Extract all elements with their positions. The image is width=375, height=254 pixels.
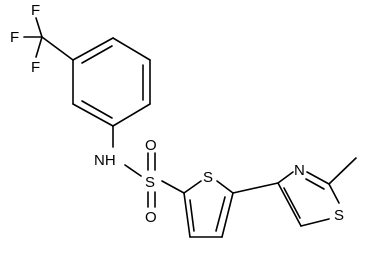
bond-thiazole-c4-n <box>277 171 294 184</box>
bond-thiophene-s-c5 <box>216 180 234 194</box>
bond-thiophene-thiazole <box>232 182 279 194</box>
atom-s-thiazole: S <box>334 207 344 224</box>
bond-thiazole-c5-c4-inner <box>283 187 301 219</box>
bond-thiazole-c2-s <box>328 183 340 204</box>
bond-benzene-2 <box>112 37 151 61</box>
bond-thiophene-c5-c4-inner <box>215 196 226 232</box>
bond-thiazole-c5-c4 <box>277 182 302 227</box>
bond-benzene-1-inner <box>81 45 113 64</box>
bond-c-f-bottom <box>35 36 43 58</box>
atom-s-thiophene: S <box>203 169 213 186</box>
bond-thiazole-methyl <box>328 157 357 185</box>
bond-thiophene-c5-c4 <box>221 192 234 238</box>
atom-nh: NH <box>94 152 116 169</box>
atom-f-top: F <box>31 2 40 19</box>
atom-f-left: F <box>10 29 19 46</box>
bond-n-s <box>124 164 142 177</box>
bond-thiophene-c3-c2-inner <box>189 199 195 232</box>
bond-cf3-ring <box>41 36 74 61</box>
bond-s-thiophene <box>161 180 185 194</box>
bond-c-f-top <box>35 17 43 38</box>
bond-benzene-5-inner <box>81 100 113 119</box>
atom-s-sulfonyl: S <box>145 174 155 191</box>
atom-n-thiazole: N <box>294 162 305 179</box>
atom-o-top: O <box>145 137 157 154</box>
bond-thiazole-n-c2-a <box>306 171 330 185</box>
bond-thiazole-s-c5 <box>300 218 330 227</box>
bond-benzene-4 <box>112 103 151 127</box>
bond-thiophene-c2-s <box>183 180 202 194</box>
atom-o-bottom: O <box>145 209 157 226</box>
bond-benzene-5 <box>72 103 114 127</box>
bond-benzene-1 <box>72 37 114 61</box>
bond-thiophene-c3-c2 <box>183 192 191 238</box>
atom-f-bottom: F <box>31 59 40 76</box>
bond-thiazole-n-c2-b <box>305 178 325 190</box>
